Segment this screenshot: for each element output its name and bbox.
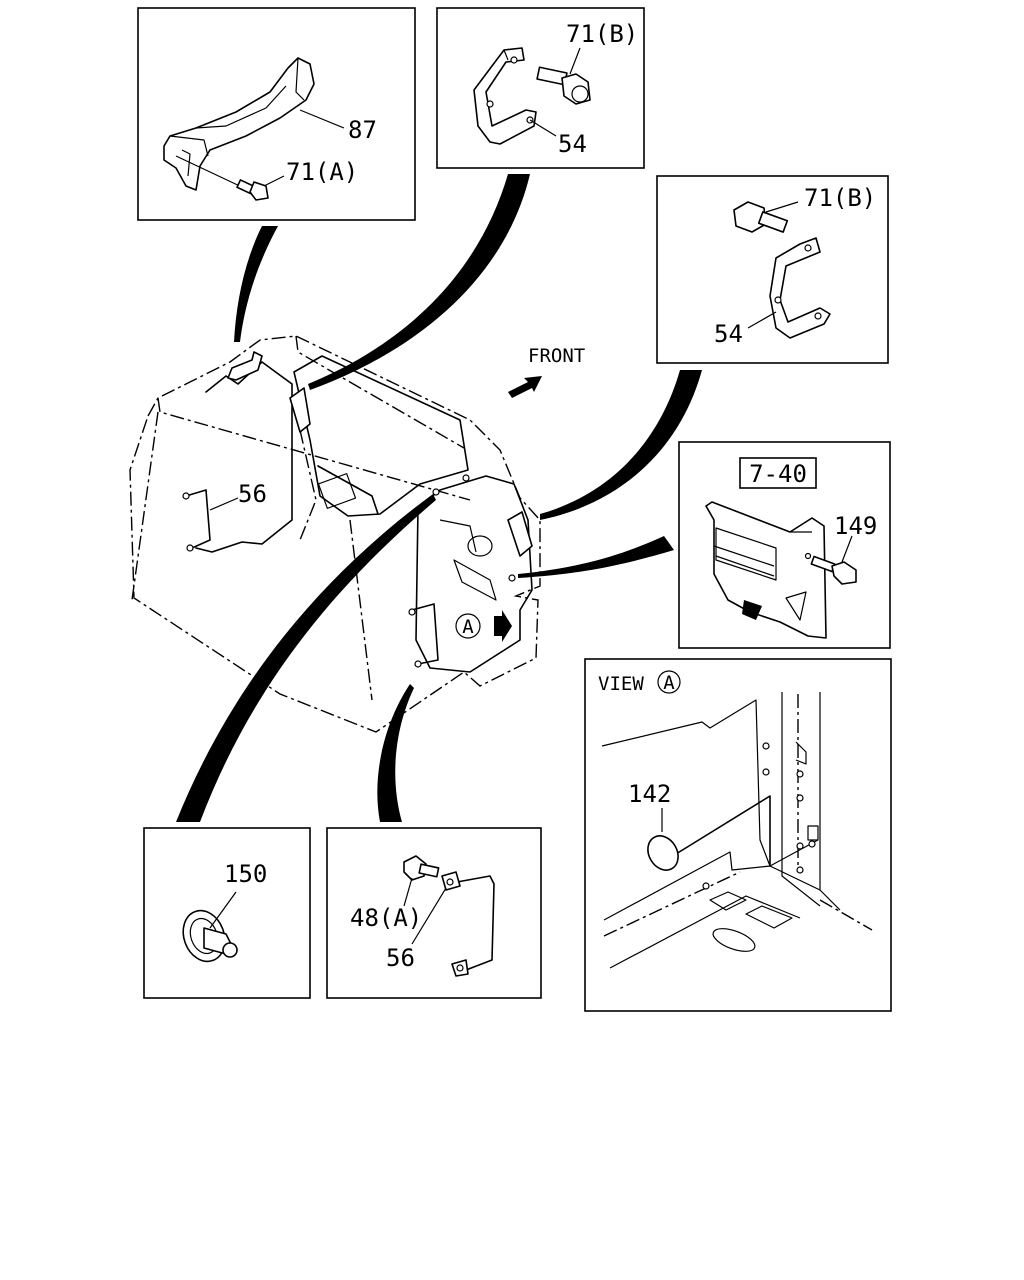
callout-bracket-top: 54 (558, 130, 587, 158)
cover-screw (810, 555, 857, 585)
cab-top-bracket (289, 387, 311, 433)
detail-box-handle: 87 71(A) (137, 7, 416, 221)
bracket-right (769, 237, 831, 339)
left-trim-panel (195, 361, 293, 553)
view-direction-arrow (494, 610, 512, 642)
front-arrow-icon (508, 376, 542, 398)
cab-assembly: 56 A (129, 335, 541, 733)
view-label-marker (657, 670, 681, 694)
view-label: VIEW (598, 673, 644, 695)
detail-box-top-bracket: 71(B) 54 (436, 7, 645, 169)
callout-cover-screw: 149 (834, 512, 877, 540)
bracket-top (473, 47, 537, 145)
detail-box-rail: 48(A) 56 (326, 827, 542, 999)
dome-lamp (467, 535, 493, 557)
callout-main-rail: 56 (238, 480, 267, 508)
bracket-bolt-top (536, 66, 591, 105)
front-label: FRONT (528, 345, 585, 367)
ref-box-frame (739, 457, 817, 489)
leader-top-bracket (308, 174, 530, 390)
leader-rail (377, 684, 414, 822)
cab-right-bracket (507, 511, 533, 557)
plug-grommet (647, 835, 679, 871)
cab-roof-handle (227, 351, 263, 381)
callout-ref-box: 7-40 (749, 460, 807, 488)
leader-wedges (176, 174, 702, 822)
handle-bolt (236, 179, 269, 201)
callout-clip: 150 (224, 860, 267, 888)
grab-handle (163, 57, 315, 191)
callout-rail: 56 (386, 944, 415, 972)
callout-rail-bolt: 48(A) (350, 904, 422, 932)
view-marker-circle (455, 613, 481, 639)
view-leader (675, 795, 771, 867)
view-label-letter: A (663, 672, 675, 694)
leader-clip (176, 494, 436, 822)
cab-outline (129, 335, 541, 733)
leader-handle (234, 226, 278, 342)
detail-box-cover: 7-40 149 (678, 441, 891, 649)
callout-handle-bolt: 71(A) (286, 158, 358, 186)
bracket-bolt-right (733, 201, 789, 233)
leader-right-bracket (540, 370, 702, 520)
cab-right-rail (411, 603, 439, 665)
rail-bolt (403, 855, 440, 881)
detail-box-right-bracket: 71(B) 54 (656, 175, 889, 364)
rear-window (317, 473, 357, 509)
callout-bracket-right: 54 (714, 320, 743, 348)
cab-left-rail (185, 489, 211, 549)
leader-cover (518, 536, 674, 578)
callout-plug: 142 (628, 780, 671, 808)
assist-rail (445, 875, 495, 971)
right-trim-panel (415, 475, 533, 673)
callout-handle: 87 (348, 116, 377, 144)
detail-box-clip: 150 (143, 827, 311, 999)
detail-box-view-a: VIEW A 142 (584, 658, 892, 1012)
callout-bracket-bolt-top: 71(B) (566, 20, 638, 48)
view-marker-letter: A (462, 616, 474, 638)
callout-bracket-bolt-right: 71(B) (804, 184, 876, 212)
rear-wall-panel (293, 355, 469, 517)
